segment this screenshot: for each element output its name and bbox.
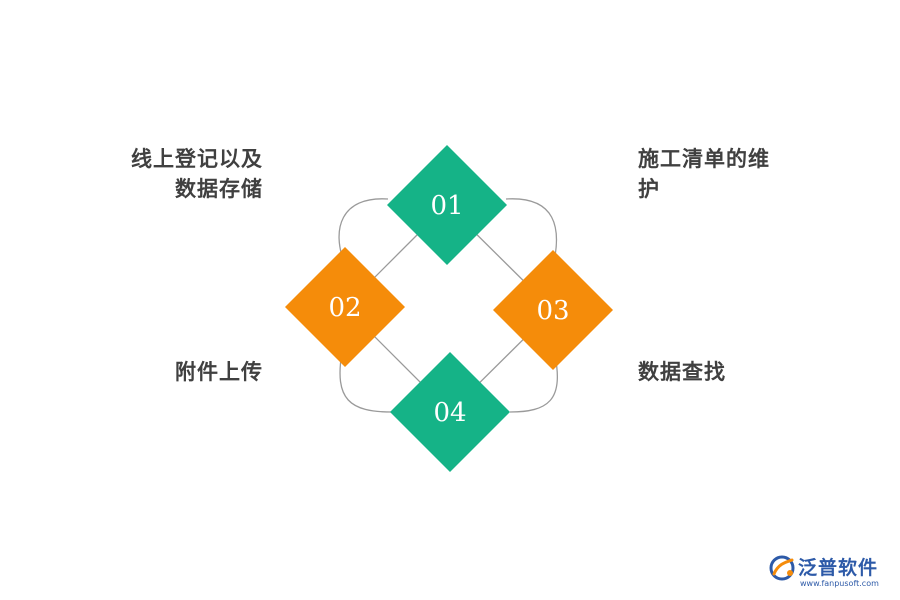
fanpu-logo-icon — [769, 555, 795, 581]
node-01: 01 — [387, 145, 507, 265]
diamond-03 — [493, 250, 613, 370]
node-02-number: 02 — [328, 293, 361, 323]
diamond-04 — [390, 352, 510, 472]
label-node-03: 施工清单的维 护 — [638, 144, 788, 204]
brand-name: 泛普软件 — [798, 557, 879, 579]
brand-url: www.fanpusoft.com — [800, 579, 879, 588]
label-node-01-line1: 线上登记以及 — [131, 146, 263, 171]
label-node-01-line2: 数据存储 — [175, 176, 263, 201]
label-node-03-line1: 施工清单的维 — [638, 146, 770, 171]
node-02: 02 — [285, 247, 405, 367]
node-04: 04 — [390, 352, 510, 472]
arc-bottom-left — [339, 351, 393, 413]
diamond-02 — [285, 247, 405, 367]
label-node-02: 附件上传 — [175, 359, 263, 384]
label-node-03-line2: 护 — [638, 176, 660, 201]
label-node-01: 线上登记以及 数据存储 — [100, 144, 263, 204]
arc-bottom-right — [509, 355, 559, 413]
node-03-number: 03 — [536, 296, 569, 326]
diamond-01 — [387, 145, 507, 265]
label-node-04: 数据查找 — [638, 359, 726, 384]
brand-logo: 泛普软件 www.fanpusoft.com — [766, 552, 896, 596]
node-04-number: 04 — [433, 398, 466, 428]
node-01-number: 01 — [430, 191, 463, 221]
node-03: 03 — [493, 250, 613, 370]
